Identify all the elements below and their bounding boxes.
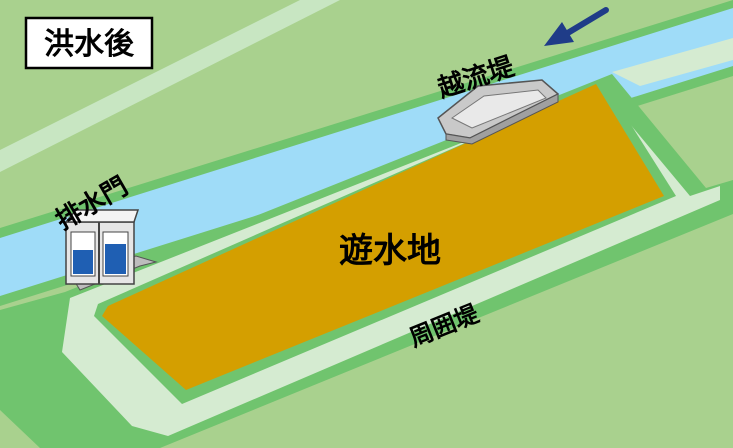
page-title: 洪水後 — [44, 27, 135, 62]
retarding-basin-water — [102, 84, 664, 390]
arrow-down-left-icon — [544, 7, 609, 46]
title-box: 洪水後 — [24, 16, 154, 70]
retarding-basin-label: 遊水地 — [339, 231, 441, 271]
river — [0, 8, 733, 296]
drain-gate-structure-icon — [64, 209, 158, 291]
overflow-weir-structure-icon — [437, 79, 560, 145]
right-bank-road — [612, 38, 733, 86]
left-bank-road — [0, 0, 340, 172]
